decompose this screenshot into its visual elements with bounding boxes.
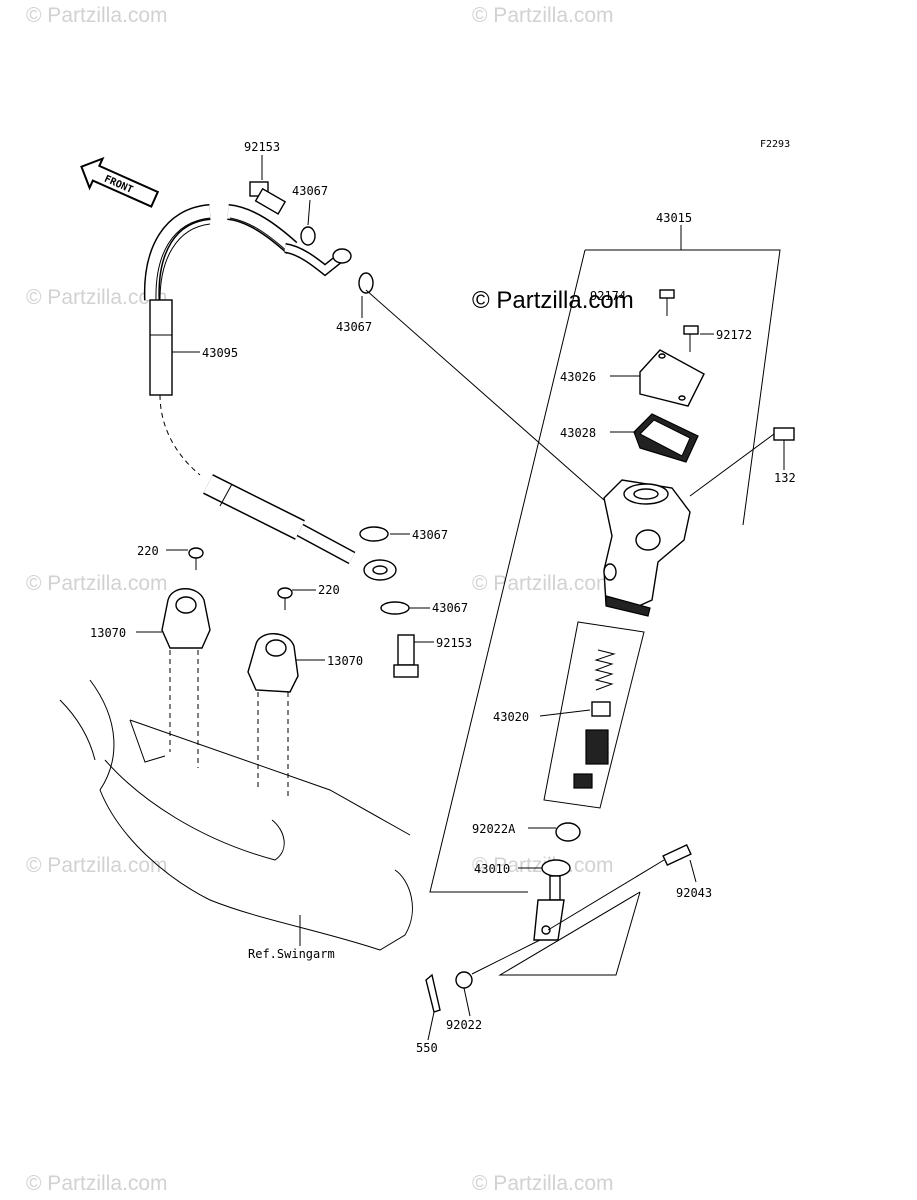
washer-43067-d	[380, 601, 410, 615]
swingarm-outline	[59, 679, 413, 951]
part-labels: 92153 43067 43067 43095 43015 92174 9217…	[90, 140, 796, 1055]
master-cylinder-assembly-outline	[429, 249, 781, 976]
circlip-92022A	[555, 822, 581, 842]
part-label[interactable]: 13070	[327, 654, 363, 668]
part-label[interactable]: 92022	[446, 1018, 482, 1032]
brake-hose	[143, 204, 397, 581]
diagram-code: F2293	[760, 139, 790, 150]
banjo-bolt-top	[249, 181, 287, 215]
bolt-132	[689, 427, 795, 497]
watermark: © Partzilla.com	[472, 572, 614, 595]
part-label[interactable]: 43010	[474, 862, 510, 876]
part-label[interactable]: 132	[774, 471, 796, 485]
watermark: © Partzilla.com	[26, 572, 168, 595]
part-label[interactable]: 43095	[202, 346, 238, 360]
front-arrow-icon: FRONT	[80, 156, 160, 208]
part-label[interactable]: 43067	[336, 320, 372, 334]
watermark: © Partzilla.com	[26, 854, 168, 877]
cap-screw-92174	[659, 289, 675, 316]
watermark: © Partzilla.com	[472, 4, 614, 27]
bolt-220-a	[188, 547, 204, 570]
master-cylinder-body	[603, 479, 691, 617]
clevis-pin	[547, 844, 692, 931]
label-leaders	[136, 155, 785, 1041]
watermark: © Partzilla.com	[472, 1172, 614, 1195]
part-label[interactable]: 43020	[493, 710, 529, 724]
part-label[interactable]: 43067	[292, 184, 328, 198]
part-label[interactable]: 43067	[432, 601, 468, 615]
piston-kit	[543, 621, 645, 809]
part-label[interactable]: 92022A	[472, 822, 516, 836]
watermark: © Partzilla.com	[26, 1172, 168, 1195]
bolt-220-b	[277, 587, 293, 610]
part-label[interactable]: 13070	[90, 626, 126, 640]
cotter-pin	[425, 973, 441, 1013]
washer-43067-a	[300, 226, 316, 246]
part-label[interactable]: 92174	[590, 289, 626, 303]
hose-clamp-a	[161, 588, 211, 649]
washer-43067-b	[358, 272, 374, 294]
part-label[interactable]: 92043	[676, 886, 712, 900]
part-label[interactable]: 43028	[560, 426, 596, 440]
part-label[interactable]: 220	[318, 583, 340, 597]
part-label[interactable]: 43067	[412, 528, 448, 542]
hose-clamp-b	[247, 633, 299, 693]
part-label[interactable]: 550	[416, 1041, 438, 1055]
reference-label: Ref.Swingarm	[248, 947, 335, 961]
part-label[interactable]: 92153	[436, 636, 472, 650]
part-label[interactable]: 92172	[716, 328, 752, 342]
push-rod	[533, 859, 571, 941]
return-spring	[594, 649, 616, 691]
part-label[interactable]: 43026	[560, 370, 596, 384]
part-label[interactable]: 92153	[244, 140, 280, 154]
center-brand: © Partzilla.com	[472, 287, 634, 314]
watermark: © Partzilla.com	[26, 286, 168, 309]
part-label[interactable]: 220	[137, 544, 159, 558]
washer-43067-c	[359, 526, 389, 542]
washer-92022	[455, 971, 473, 989]
banjo-bolt-lower	[393, 634, 419, 678]
part-label[interactable]: 43015	[656, 211, 692, 225]
reservoir-cap	[639, 349, 705, 407]
diaphragm	[633, 413, 699, 463]
watermark: © Partzilla.com	[26, 4, 168, 27]
cap-screw-92172	[683, 325, 699, 352]
